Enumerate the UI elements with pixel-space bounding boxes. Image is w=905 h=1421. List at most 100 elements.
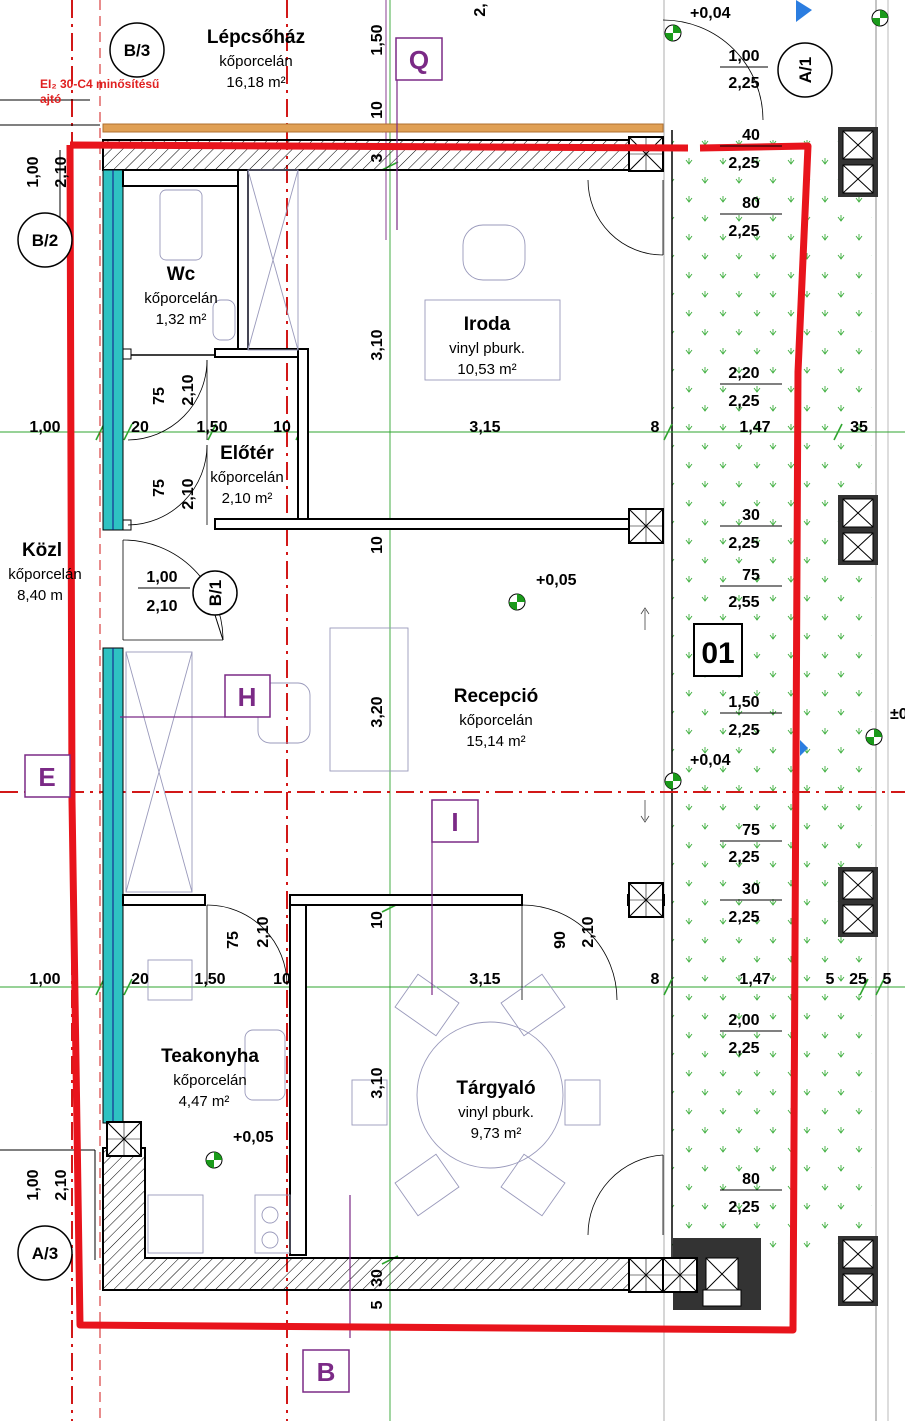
axis-box-h [224,674,271,718]
level-top: +0,04 [690,5,731,22]
svg-text:2,25: 2,25 [728,909,759,926]
level-right: +0,04 [690,752,731,769]
door-tag-b2: B/2 [32,231,58,250]
room-area-eloter: 2,10 m² [222,490,273,507]
room-floor-recepcio: kőporcelán [459,712,532,729]
svg-text:3,10: 3,10 [369,329,386,360]
interior-walls [122,169,665,1256]
svg-text:1,00: 1,00 [29,419,60,436]
svg-text:2,25: 2,25 [728,1199,759,1216]
svg-text:10: 10 [369,536,386,554]
door-tag-a1: A/1 [796,57,815,83]
svg-text:75: 75 [151,387,168,405]
wooden-beam [102,123,664,133]
dim-row-upper: 1,00 20 1,50 10 3,15 8 1,47 35 [29,419,868,436]
furniture [125,169,601,1254]
svg-text:1,50: 1,50 [196,419,227,436]
fire-door-note-line2: ajtó [40,92,61,106]
svg-text:75: 75 [225,931,242,949]
room-name-teakonyha: Teakonyha [161,1046,259,1067]
room-name-wc: Wc [167,264,196,285]
room-name-eloter: Előtér [220,443,274,464]
svg-text:2,25: 2,25 [728,75,759,92]
door-tags [17,22,833,1281]
blue-marker-top [796,0,812,22]
svg-text:2,10: 2,10 [580,916,597,947]
svg-text:20: 20 [131,971,149,988]
room-area-kozl: 8,40 m [17,587,63,604]
svg-text:8: 8 [651,971,660,988]
dim-row-lower: 1,00 20 1,50 10 3,15 8 1,47 5 25 5 [29,971,891,988]
room-floor-iroda: vinyl pburk. [449,340,525,357]
room-area-recepcio: 15,14 m² [466,733,525,750]
svg-text:1,50: 1,50 [369,24,386,55]
svg-text:2,10: 2,10 [180,374,197,405]
svg-text:1,00: 1,00 [29,971,60,988]
door-tag-a3: A/3 [32,1244,58,1263]
svg-text:3,15: 3,15 [469,971,500,988]
svg-text:5: 5 [369,1300,386,1309]
room-name-targyalo: Tárgyaló [456,1078,535,1099]
svg-text:10: 10 [273,419,291,436]
svg-text:1,00: 1,00 [25,156,42,187]
svg-text:30: 30 [369,1269,386,1287]
svg-text:5: 5 [826,971,835,988]
svg-text:75: 75 [151,479,168,497]
room-floor-wc: kőporcelán [144,290,217,307]
svg-text:2,25: 2,25 [728,535,759,552]
bottom-wall [102,1147,664,1291]
svg-text:2,25: 2,25 [728,393,759,410]
svg-text:2,00: 2,00 [728,1012,759,1029]
axis-box-q [395,37,443,81]
svg-text:30: 30 [742,881,760,898]
room-name-kozl: Közl [22,540,62,561]
svg-text:2,10: 2,10 [53,1169,70,1200]
svg-text:10: 10 [369,101,386,119]
door-tag-b1: B/1 [206,580,225,606]
svg-text:1,47: 1,47 [739,419,770,436]
room-floor-eloter: kőporcelán [210,469,283,486]
svg-text:1,47: 1,47 [739,971,770,988]
level-recepcio: +0,05 [536,572,577,589]
axis-box-b [302,1349,350,1393]
room-area-lepcsohaz: 16,18 m² [226,74,285,91]
room-floor-kozl: kőporcelán [8,566,81,583]
door-tag-b3: B/3 [124,41,150,60]
svg-text:1,00: 1,00 [728,48,759,65]
axis-box-i [431,799,479,843]
room-name-lepcsohaz: Lépcsőház [207,27,305,48]
svg-text:5: 5 [883,971,892,988]
svg-text:2,55: 2,55 [728,594,759,611]
door-swings [122,19,764,1236]
plan-title: 01 [701,637,734,670]
svg-text:3: 3 [369,153,386,162]
svg-text:2,25: 2,25 [728,1040,759,1057]
svg-text:75: 75 [742,822,760,839]
svg-text:1,50: 1,50 [728,694,759,711]
axis-label-b: B [317,1357,336,1387]
room-name-recepcio: Recepció [454,686,538,707]
svg-text:2,10: 2,10 [53,156,70,187]
svg-text:2,25: 2,25 [728,223,759,240]
terrace-area [672,140,872,1260]
axis-box-e [24,754,71,798]
svg-text:3,10: 3,10 [369,1067,386,1098]
plan-title-box [693,623,743,677]
svg-text:40: 40 [742,127,760,144]
svg-text:20: 20 [131,419,149,436]
axis-label-e: E [38,762,55,792]
svg-text:30: 30 [742,507,760,524]
svg-text:3,15: 3,15 [469,419,500,436]
svg-text:35: 35 [850,419,868,436]
room-area-wc: 1,32 m² [156,311,207,328]
room-area-iroda: 10,53 m² [457,361,516,378]
level-edge: ±0 [890,706,905,723]
room-floor-targyalo: vinyl pburk. [458,1104,534,1121]
svg-text:2,20: 2,20 [728,365,759,382]
svg-text:80: 80 [742,1171,760,1188]
svg-text:2,25: 2,25 [728,849,759,866]
svg-text:2,: 2, [472,3,489,16]
room-area-targyalo: 9,73 m² [471,1125,522,1142]
